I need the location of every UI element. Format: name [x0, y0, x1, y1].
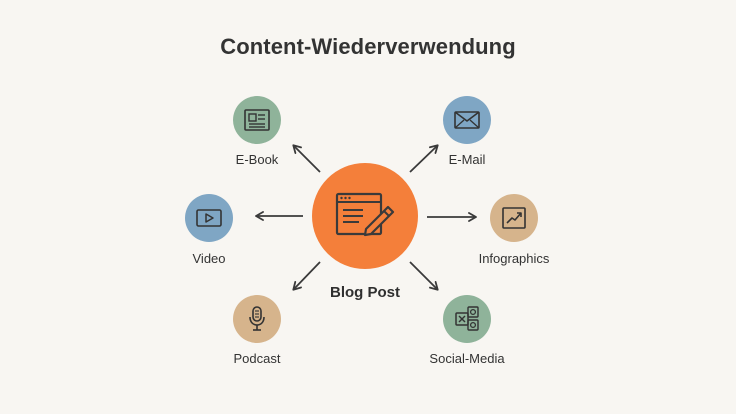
arrow-to-social — [409, 261, 439, 291]
arrow-to-email — [409, 144, 439, 173]
node-podcast — [233, 295, 281, 343]
node-social-media — [443, 295, 491, 343]
node-email — [443, 96, 491, 144]
newspaper-icon — [243, 108, 271, 132]
label-video: Video — [192, 251, 226, 266]
center-node-blog-post — [312, 163, 418, 269]
label-email: E-Mail — [448, 152, 486, 167]
envelope-icon — [453, 109, 481, 131]
diagram-title: Content-Wiederverwendung — [220, 34, 516, 59]
node-video — [185, 194, 233, 242]
label-social-media: Social-Media — [429, 351, 505, 366]
arrow-to-podcast — [292, 261, 321, 291]
label-podcast: Podcast — [233, 351, 281, 366]
chart-trend-icon — [501, 206, 527, 230]
node-ebook — [233, 96, 281, 144]
label-infographics: Infographics — [478, 251, 550, 266]
node-infographics — [490, 194, 538, 242]
video-play-icon — [195, 208, 223, 228]
social-apps-icon — [453, 305, 481, 333]
edit-document-icon — [333, 189, 397, 243]
microphone-icon — [246, 305, 268, 333]
arrow-to-ebook — [292, 144, 321, 173]
center-label: Blog Post — [330, 284, 400, 301]
label-ebook: E-Book — [235, 152, 279, 167]
